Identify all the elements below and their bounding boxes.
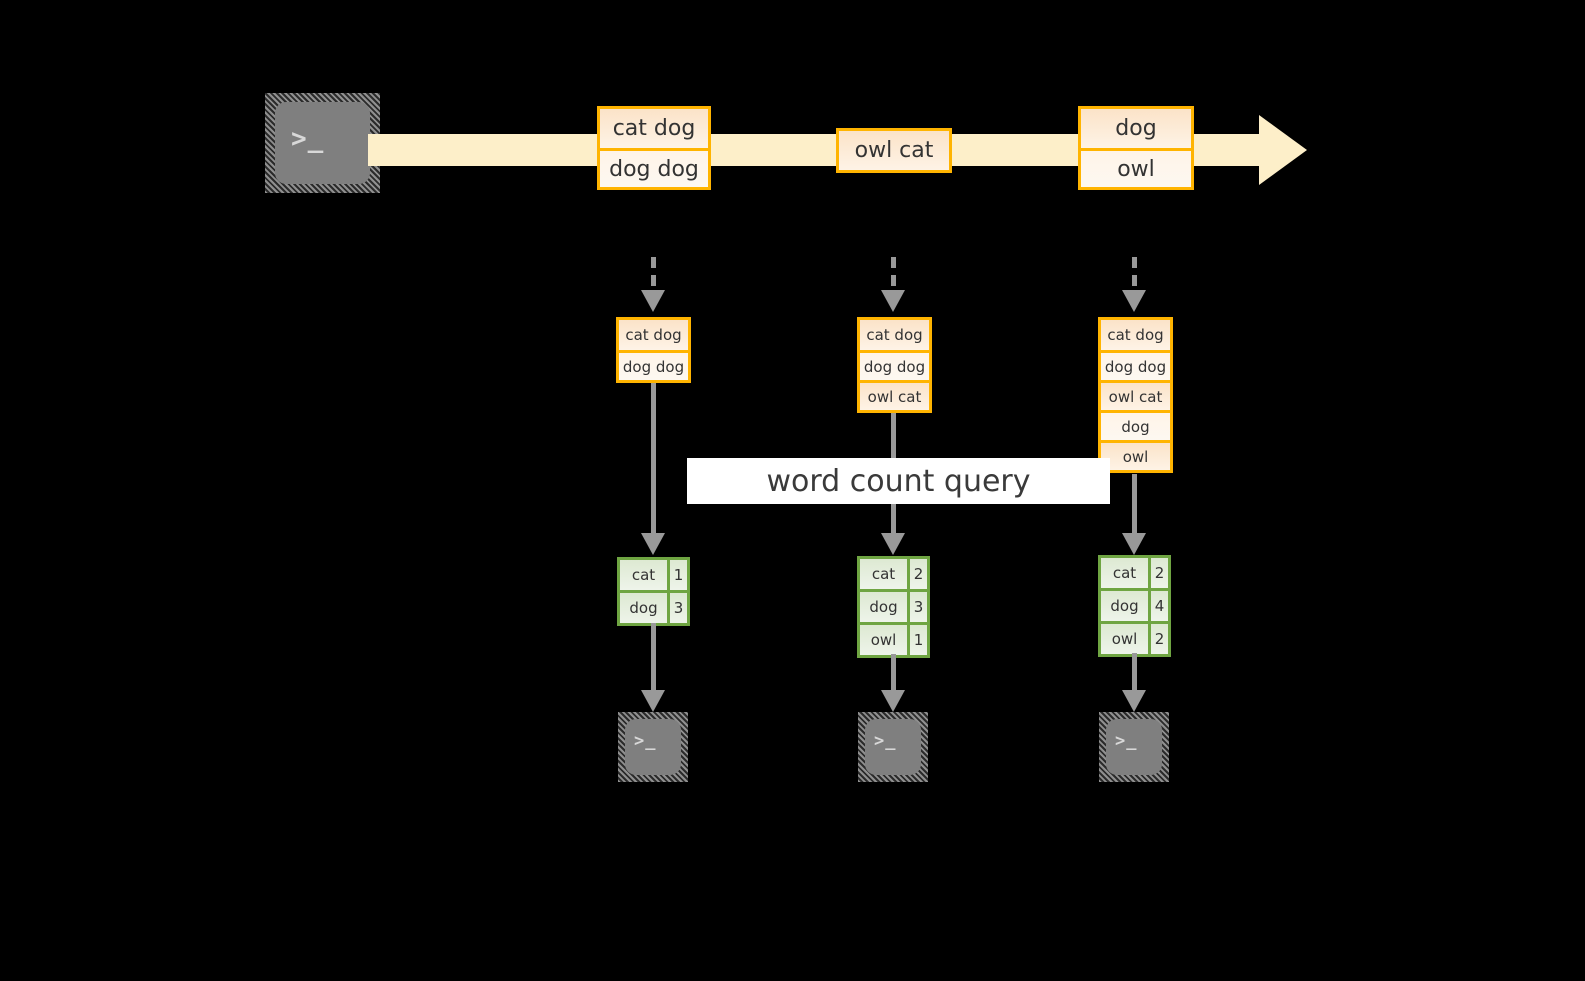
stage-1-sink-terminal-icon: >_ (618, 712, 688, 782)
stage-3-query-line (1132, 474, 1137, 538)
stage-3-sink-terminal-icon: >_ (1099, 712, 1169, 782)
stage-2-sink-terminal-icon: >_ (858, 712, 928, 782)
stage-3-accumulated-records: cat dog dog dog owl cat dog owl (1098, 317, 1173, 473)
stage-1-accumulated-records: cat dog dog dog (616, 317, 691, 383)
terminal-screen: >_ (865, 719, 921, 775)
stage-3-result-table: cat 2 dog 4 owl 2 (1098, 555, 1171, 657)
stage-2-accumulated-records: cat dog dog dog owl cat (857, 317, 932, 413)
stream-tap-dashed-line-3 (1132, 257, 1137, 292)
table-cell-count: 1 (667, 560, 687, 590)
table-row: dog 3 (860, 589, 927, 622)
table-cell-count: 1 (907, 625, 927, 655)
accumulated-line: owl cat (860, 380, 929, 410)
table-cell-count: 4 (1148, 591, 1168, 621)
source-terminal-icon: >_ (265, 93, 380, 193)
accumulated-line: owl (1101, 440, 1170, 470)
table-row: owl 1 (860, 622, 927, 655)
stage-2-query-arrowhead (881, 533, 905, 555)
table-row: dog 3 (620, 590, 687, 623)
accumulated-line: dog dog (1101, 350, 1170, 380)
stream-tap-arrowhead-3 (1122, 290, 1146, 312)
table-cell-count: 2 (1148, 624, 1168, 654)
stream-record-line: cat dog (600, 109, 708, 148)
table-row: owl 2 (1101, 621, 1168, 654)
terminal-prompt-glyph: >_ (874, 731, 897, 751)
stream-record-line: dog (1081, 109, 1191, 148)
table-cell-word: cat (860, 559, 907, 589)
stage-1-sink-line (651, 623, 656, 698)
stream-tap-dashed-line-1 (651, 257, 656, 292)
stage-3-query-arrowhead (1122, 533, 1146, 555)
table-cell-word: dog (860, 592, 907, 622)
table-cell-count: 3 (667, 593, 687, 623)
query-label: word count query (687, 458, 1110, 504)
stream-record-2: owl cat (836, 128, 952, 173)
accumulated-line: cat dog (860, 320, 929, 350)
stage-1-sink-arrowhead (641, 690, 665, 712)
stream-record-1: cat dog dog dog (597, 106, 711, 190)
table-row: cat 2 (1101, 558, 1168, 588)
stream-tap-arrowhead-1 (641, 290, 665, 312)
table-cell-count: 2 (907, 559, 927, 589)
terminal-prompt-glyph: >_ (291, 124, 325, 154)
terminal-screen: >_ (625, 719, 681, 775)
accumulated-line: owl cat (1101, 380, 1170, 410)
stream-tap-dashed-line-2 (891, 257, 896, 292)
stream-record-line: owl cat (839, 131, 949, 170)
table-cell-word: cat (620, 560, 667, 590)
table-cell-count: 2 (1148, 558, 1168, 588)
table-cell-word: owl (1101, 624, 1148, 654)
terminal-screen: >_ (1106, 719, 1162, 775)
stage-2-sink-line (891, 654, 896, 698)
table-row: cat 2 (860, 559, 927, 589)
table-cell-word: dog (1101, 591, 1148, 621)
table-cell-word: dog (620, 593, 667, 623)
stream-arrow-head (1259, 115, 1307, 185)
table-row: cat 1 (620, 560, 687, 590)
stream-record-line: dog dog (600, 148, 708, 187)
terminal-prompt-glyph: >_ (1115, 731, 1138, 751)
terminal-screen: >_ (275, 102, 370, 184)
accumulated-line: dog dog (619, 350, 688, 380)
stage-2-result-table: cat 2 dog 3 owl 1 (857, 556, 930, 658)
table-cell-word: cat (1101, 558, 1148, 588)
query-label-text: word count query (766, 463, 1031, 499)
accumulated-line: cat dog (619, 320, 688, 350)
accumulated-line: dog dog (860, 350, 929, 380)
table-cell-count: 3 (907, 592, 927, 622)
stage-3-sink-line (1132, 653, 1137, 698)
stream-tap-arrowhead-2 (881, 290, 905, 312)
stage-3-sink-arrowhead (1122, 690, 1146, 712)
stream-record-3: dog owl (1078, 106, 1194, 190)
accumulated-line: dog (1101, 410, 1170, 440)
table-row: dog 4 (1101, 588, 1168, 621)
stage-2-sink-arrowhead (881, 690, 905, 712)
stage-1-query-line (651, 383, 656, 538)
stage-1-query-arrowhead (641, 533, 665, 555)
terminal-prompt-glyph: >_ (634, 731, 657, 751)
stream-record-line: owl (1081, 148, 1191, 187)
table-cell-word: owl (860, 625, 907, 655)
accumulated-line: cat dog (1101, 320, 1170, 350)
stage-1-result-table: cat 1 dog 3 (617, 557, 690, 626)
